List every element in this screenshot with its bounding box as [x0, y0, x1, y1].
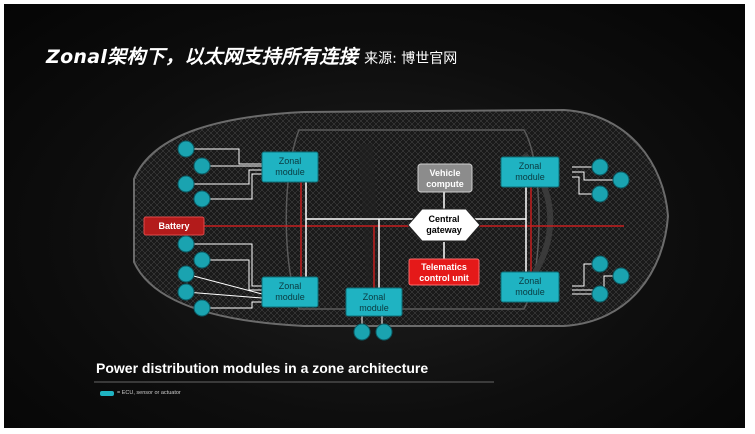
zonal-module-label: module	[515, 172, 545, 182]
telematics-control-unit-node: Telematics control unit	[408, 258, 480, 286]
ecu-sensor-icon	[193, 299, 211, 317]
ecu-sensor-icon	[591, 255, 609, 273]
zonal-module-label: Zonal	[363, 292, 386, 302]
zonal-module-rear-left: Zonal module	[261, 276, 319, 308]
zonal-module-label: Zonal	[279, 281, 302, 291]
ecu-sensor-icon	[612, 267, 630, 285]
vehicle-compute-label: compute	[426, 179, 464, 189]
ecu-sensor-icon	[353, 323, 371, 341]
zonal-module-label: module	[515, 287, 545, 297]
telematics-label: control unit	[419, 273, 469, 283]
vehicle-compute-node: Vehicle compute	[417, 163, 473, 193]
telematics-label: Telematics	[421, 262, 467, 272]
slide-title: Zonal架构下，以太网支持所有连接来源: 博世官网	[46, 42, 457, 69]
zonal-module-label: module	[359, 303, 389, 313]
title-text: Zonal架构下，以太网支持所有连接	[46, 46, 359, 68]
ecu-sensor-icon	[375, 323, 393, 341]
ecu-sensor-icon	[177, 283, 195, 301]
source-text: 来源: 博世官网	[364, 51, 458, 67]
zonal-module-label: module	[275, 292, 305, 302]
central-gateway-label: gateway	[426, 225, 462, 235]
ecu-sensor-icon	[177, 265, 195, 283]
ecu-sensor-icon	[193, 190, 211, 208]
slide: Zonal架构下，以太网支持所有连接来源: 博世官网	[4, 4, 745, 428]
central-gateway-node: Central gateway	[407, 208, 481, 242]
zonal-module-front-left: Zonal module	[261, 151, 319, 183]
ecu-sensor-icon	[177, 140, 195, 158]
legend: = ECU, sensor or actuator	[100, 390, 181, 396]
ecu-sensor-icon	[591, 158, 609, 176]
ecu-sensor-icon	[193, 251, 211, 269]
vehicle-compute-label: Vehicle	[429, 168, 460, 178]
zonal-architecture-diagram: Zonal module Zonal module Zonal module Z…	[94, 108, 670, 383]
zonal-module-front-right: Zonal module	[500, 156, 560, 188]
zonal-module-label: Zonal	[279, 156, 302, 166]
diagram-caption: Power distribution modules in a zone arc…	[96, 360, 429, 376]
ecu-legend-swatch	[100, 390, 114, 396]
zonal-module-label: Zonal	[519, 276, 542, 286]
zonal-module-label: Zonal	[519, 161, 542, 171]
legend-text: = ECU, sensor or actuator	[117, 390, 181, 396]
ecu-sensor-icon	[591, 285, 609, 303]
zonal-module-rear-right: Zonal module	[500, 271, 560, 303]
ecu-sensor-icon	[177, 235, 195, 253]
central-gateway-label: Central	[428, 214, 459, 224]
ecu-sensor-icon	[193, 157, 211, 175]
zonal-module-rear-center: Zonal module	[345, 287, 403, 317]
ecu-sensors	[177, 140, 630, 341]
battery-label: Battery	[158, 221, 189, 231]
zonal-module-label: module	[275, 167, 305, 177]
ecu-sensor-icon	[177, 175, 195, 193]
ecu-sensor-icon	[591, 185, 609, 203]
battery-node: Battery	[143, 216, 205, 236]
ecu-sensor-icon	[612, 171, 630, 189]
